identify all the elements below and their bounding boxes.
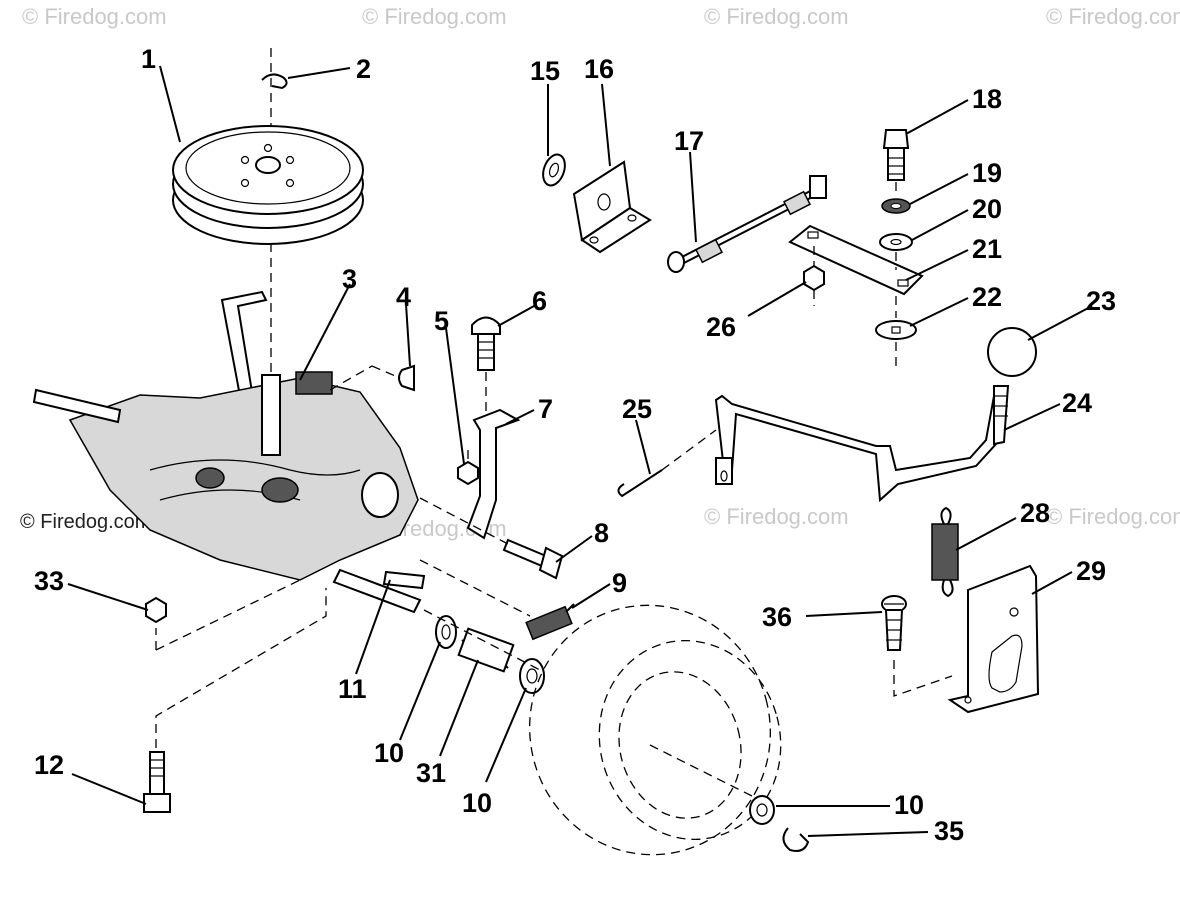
part-bolt-8 [502,538,564,580]
part-bolt-18 [882,129,910,181]
part-bracket-7 [466,408,521,540]
label-28: 28 [1020,498,1050,528]
label-24: 24 [1062,388,1092,418]
part-spring-9 [525,603,575,641]
label-29: 29 [1076,556,1106,586]
part-plate-21 [788,224,924,296]
label-10: 10 [462,788,492,818]
label-35: 35 [934,816,964,846]
label-20: 20 [972,194,1002,224]
part-washer-10 [749,795,775,825]
part-retaining-ring [261,73,288,90]
label-22: 22 [972,282,1002,312]
label-33: 33 [34,566,64,596]
label-9: 9 [612,568,627,598]
label-19: 19 [972,158,1002,188]
watermark: © Firedog.com [704,504,849,529]
part-spring-28 [931,506,959,598]
part-transaxle [32,290,422,614]
label-18: 18 [972,84,1002,114]
part-bolt-12 [143,751,171,813]
part-carriage-bolt [471,316,501,371]
part-nut-5 [457,460,479,486]
part-clip-35 [782,827,810,852]
part-cotter-pin-25 [617,469,663,498]
watermark: © Firedog.com [22,4,167,29]
label-1: 1 [141,44,156,74]
label-4: 4 [396,282,411,312]
part-spacer-31 [457,627,515,673]
label-21: 21 [972,234,1002,264]
label-36: 36 [762,602,792,632]
watermark-main: © Firedog.com [20,511,151,533]
watermark: © Firedog.com [1046,4,1180,29]
part-rod-17 [667,175,827,273]
watermark: © Firedog.com [362,4,507,29]
part-screw-36 [881,595,907,651]
watermark: © Firedog.com [1046,504,1180,529]
leader-lines [67,65,1093,837]
label-10: 10 [894,790,924,820]
label-7: 7 [538,394,553,424]
label-11: 11 [338,674,367,704]
part-pulley [172,125,364,245]
label-6: 6 [532,286,547,316]
part-key [398,364,415,392]
part-labels: 1 2 3 4 5 6 7 8 9 10 10 10 11 12 15 16 1… [34,44,1116,846]
label-10: 10 [374,738,404,768]
label-31: 31 [416,758,446,788]
label-5: 5 [434,306,449,336]
label-23: 23 [1086,286,1116,316]
label-16: 16 [584,54,614,84]
part-knob-23 [987,327,1037,377]
part-lever-24 [714,385,1010,503]
part-washer-22 [875,320,917,340]
label-3: 3 [342,264,357,294]
label-15: 15 [530,56,560,86]
part-wheel [529,604,782,856]
label-26: 26 [706,312,736,342]
label-8: 8 [594,518,609,548]
part-bracket-29 [947,564,1040,714]
part-bracket-16 [572,160,652,254]
label-17: 17 [674,126,704,156]
label-25: 25 [622,394,652,424]
part-nut-33 [145,596,167,624]
part-washer-20 [879,233,913,251]
part-key-11 [382,570,426,590]
label-2: 2 [356,54,371,84]
part-washer-15 [542,153,566,187]
part-washer-10 [519,658,545,694]
part-nut-26 [803,264,825,292]
watermark: © Firedog.com [704,4,849,29]
label-12: 12 [34,750,64,780]
